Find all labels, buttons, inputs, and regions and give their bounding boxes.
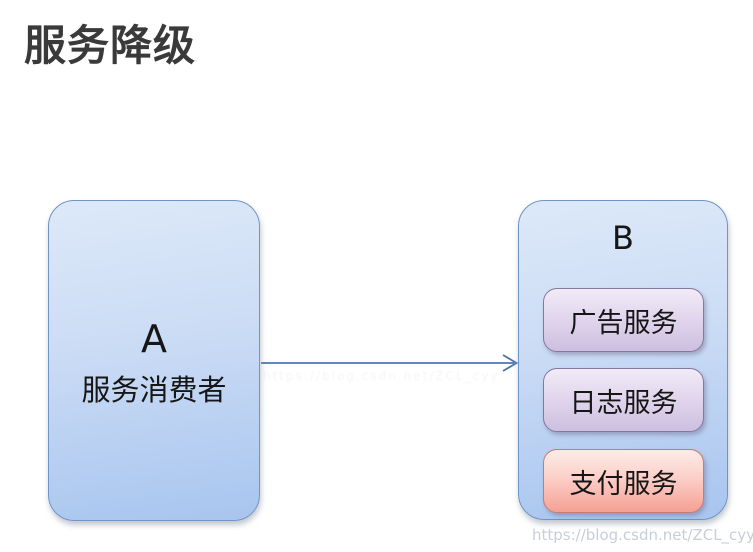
consumer-box-label: 服务消费者 xyxy=(81,373,227,408)
provider-box: B 广告服务 日志服务 支付服务 xyxy=(518,200,728,520)
service-box-log: 日志服务 xyxy=(543,368,704,432)
consumer-box-id: A xyxy=(141,316,167,361)
service-box-payment: 支付服务 xyxy=(543,449,704,513)
consumer-box: A 服务消费者 xyxy=(48,200,260,521)
page-title: 服务降级 xyxy=(24,21,197,70)
tiled-watermark: https://blog.csdn.net/ZCL_cyy xyxy=(263,369,500,383)
service-box-ad: 广告服务 xyxy=(543,288,704,352)
provider-box-id: B xyxy=(612,219,634,257)
csdn-watermark: https://blog.csdn.net/ZCL_cyy xyxy=(532,526,753,544)
